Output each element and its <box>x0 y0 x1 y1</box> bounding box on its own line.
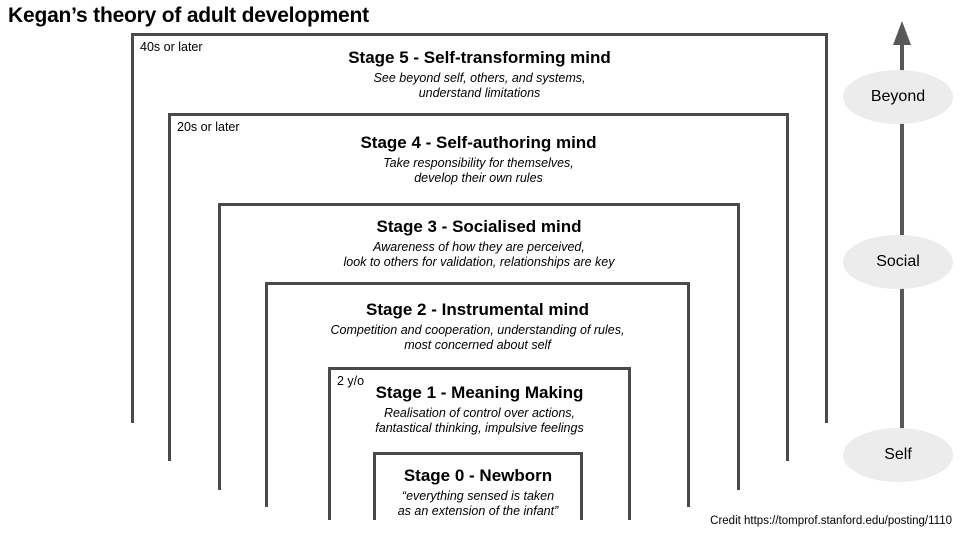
stage-4-description-line2: develop their own rules <box>414 171 543 185</box>
stage-2-heading: Stage 2 - Instrumental mind <box>366 300 589 319</box>
stage-4-text: Stage 4 - Self-authoring mind Take respo… <box>171 116 786 186</box>
stage-4-heading: Stage 4 - Self-authoring mind <box>360 133 597 152</box>
stage-1-text: Stage 1 - Meaning Making Realisation of … <box>331 370 628 436</box>
stage-2-text: Stage 2 - Instrumental mind Competition … <box>268 285 687 353</box>
level-beyond-label: Beyond <box>870 88 926 105</box>
stage-1-heading: Stage 1 - Meaning Making <box>375 383 584 402</box>
stage-5-heading: Stage 5 - Self-transforming mind <box>348 48 611 67</box>
stage-0-heading: Stage 0 - Newborn <box>403 466 553 485</box>
level-social-label: Social <box>876 253 920 270</box>
stage-2-description-line1: Competition and cooperation, understandi… <box>330 323 625 337</box>
stage-3-box: Stage 3 - Socialised mind Awareness of h… <box>218 203 740 490</box>
stage-1-description-line2: fantastical thinking, impulsive feelings <box>375 421 584 435</box>
stage-3-text: Stage 3 - Socialised mind Awareness of h… <box>221 206 737 270</box>
level-beyond-ellipse: Beyond <box>843 70 953 124</box>
stage-0-box: Stage 0 - Newborn “everything sensed is … <box>373 452 583 520</box>
stage-0-text: Stage 0 - Newborn “everything sensed is … <box>376 455 580 519</box>
stage-1-description-line1: Realisation of control over actions, <box>383 406 576 420</box>
stage-4-age-label: 20s or later <box>177 120 240 134</box>
stage-5-box: 40s or later Stage 5 - Self-transforming… <box>131 33 828 423</box>
stage-4-description-line1: Take responsibility for themselves, <box>383 156 574 170</box>
level-self-ellipse: Self <box>843 428 953 482</box>
arrow-up-icon <box>893 21 911 45</box>
level-self-label: Self <box>884 446 912 463</box>
stage-3-description-line1: Awareness of how they are perceived, <box>373 240 585 254</box>
stage-1-age-label: 2 y/o <box>337 374 365 388</box>
stage-5-description-line1: See beyond self, others, and systems, <box>373 71 586 85</box>
page-title: Kegan’s theory of adult development <box>8 4 369 27</box>
credit-text: Credit https://tomprof.stanford.edu/post… <box>710 515 952 527</box>
stage-3-heading: Stage 3 - Socialised mind <box>376 217 582 236</box>
stage-4-box: 20s or later Stage 4 - Self-authoring mi… <box>168 113 789 461</box>
level-social-ellipse: Social <box>843 235 953 289</box>
stage-5-description-line2: understand limitations <box>418 86 541 100</box>
stage-0-description-line1: “everything sensed is taken <box>401 489 555 503</box>
stage-2-description-line2: most concerned about self <box>404 338 551 352</box>
stage-5-text: Stage 5 - Self-transforming mind See bey… <box>134 36 825 101</box>
stage-0-description-line2: as an extension of the infant” <box>397 504 559 518</box>
stage-1-box: 2 y/o Stage 1 - Meaning Making Realisati… <box>328 367 631 520</box>
stage-5-age-label: 40s or later <box>140 40 203 54</box>
stage-3-description-line2: look to others for validation, relations… <box>343 255 615 269</box>
stage-2-box: Stage 2 - Instrumental mind Competition … <box>265 282 690 507</box>
